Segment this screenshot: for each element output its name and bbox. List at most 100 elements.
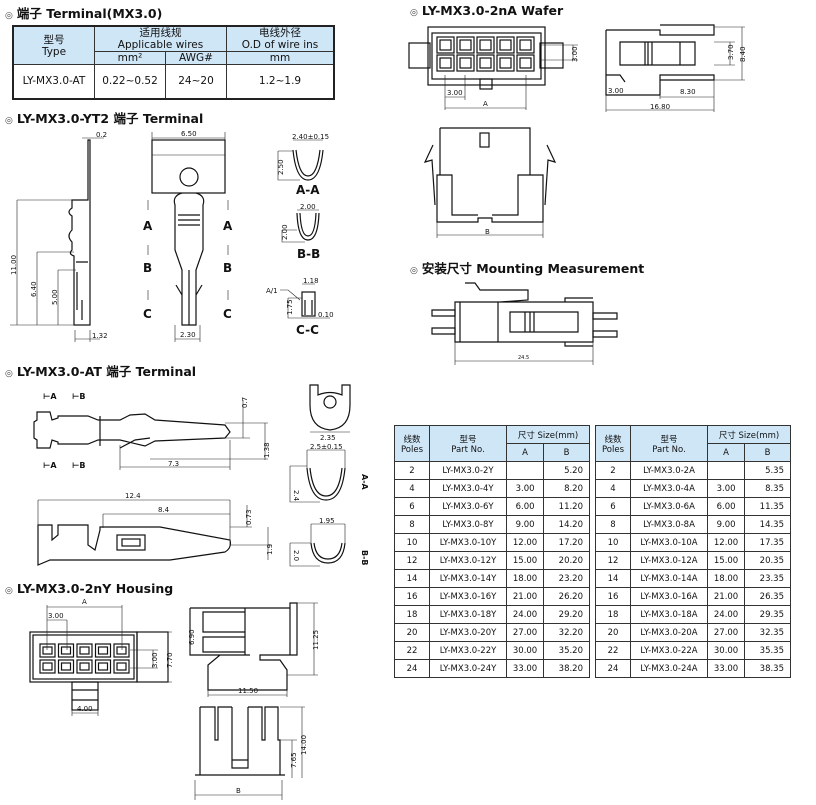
section-marker: A [143,219,153,233]
pin-cavity [456,54,475,72]
dim-label: 3.00 [608,87,624,95]
section-title-at: ◎LY-MX3.0-AT 端子 Terminal [5,361,196,380]
section-marker: ⊢A [43,392,57,401]
dim-label: 3.00 [571,46,579,62]
section-title-terminal: ◎端子 Terminal(MX3.0) [5,3,162,22]
title-text: 安装尺寸 Mounting Measurement [421,261,645,276]
section-title-yt2: ◎LY-MX3.0-YT2 端子 Terminal [5,108,203,127]
section-marker: ⊢A [43,461,57,470]
section-title-mounting: ◎安装尺寸 Mounting Measurement [410,258,644,277]
pin-cavity [39,643,56,658]
dim-label: 6.40 [30,281,38,297]
title-text: LY-MX3.0-2nA Wafer [421,3,564,18]
dim-label: 3.00 [48,612,64,620]
bullet-icon: ◎ [5,369,13,379]
cell: 33.00 [505,659,545,678]
cell: 38.20 [543,659,590,678]
section-label: A-A [296,183,320,197]
pin-cavity [516,54,535,72]
title-text: LY-MX3.0-AT 端子 Terminal [16,364,197,379]
cell: 0.22~0.52 [94,64,166,99]
dim-label: A [82,598,87,606]
bullet-icon: ◎ [410,8,418,18]
section-marker: B [223,261,232,275]
section-label: B-B [360,550,369,566]
dim-label: 12.4 [125,492,141,500]
title-text: 端子 Terminal(MX3.0) [16,6,163,21]
pin-cavity [57,643,75,658]
dim-label: 0.10 [318,311,334,319]
cell: LY-MX3.0-AT [12,64,95,99]
pin-cavity [57,659,75,674]
section-label: C-C [296,323,319,337]
dim-label: 1.95 [319,517,335,525]
dim-label: 11.00 [10,255,18,275]
dim-label: 1.9 [266,544,274,555]
bullet-icon: ◎ [5,586,13,596]
yt2-sections: 2.40±0.15 2.50 A-A 2.00 2.00 B-B 1.18 1.… [266,133,334,337]
at-terminal-views: 0.7 1.38 7.3 ⊢A ⊢B ⊢A ⊢B 12.4 8.4 0.73 1… [33,384,369,567]
section-label: B-B [297,247,320,261]
pin-cavity [94,643,112,658]
cell: 24 [595,659,631,678]
title-text: LY-MX3.0-YT2 端子 Terminal [16,111,204,126]
dim-label: B [236,787,241,795]
dim-label: 2.00 [300,203,316,211]
dim-label: 8.40 [739,46,747,62]
dim-label: 7.65 [290,752,298,768]
section-marker: ⊢B [72,461,85,470]
bullet-icon: ◎ [410,266,418,276]
section-marker: A [223,219,233,233]
cell: 35.35 [744,641,791,660]
cell: 24~20 [165,64,227,99]
dim-label: 7.70 [166,652,174,668]
dim-label: 2.50 [277,159,285,175]
dim-label: 0.2 [96,131,107,139]
yt2-side-view: 0.2 11.00 6.40 5.00 1.32 [10,131,108,342]
dim-label: 5.00 [51,289,59,305]
pin-cavity [496,54,515,72]
section-title-wafer: ◎LY-MX3.0-2nA Wafer [410,3,563,18]
dim-label: 11.25 [312,630,320,650]
cell: 33.00 [706,659,746,678]
pin-cavity [113,659,130,674]
dim-label: 1.32 [92,332,108,340]
cell: 1.2~1.9 [226,64,335,99]
dim-label: 11.50 [238,687,258,695]
section-marker: C [143,307,152,321]
section-marker: C [223,307,232,321]
dim-label: B [485,228,490,236]
pin-cavity [76,643,93,658]
cell: 38.35 [744,659,791,678]
bullet-icon: ◎ [5,11,13,21]
dim-label: 2.4 [292,490,300,502]
pin-cavity [476,36,495,54]
dim-label: A [483,100,488,108]
yt2-front-view: 6.50 2.30 A B C A B C [143,130,233,342]
header-mm2: mm² [94,51,166,65]
section-marker: ⊢B [72,392,85,401]
dim-label: 2.30 [180,331,196,339]
dim-label: A/1 [266,287,278,295]
cell: LY-MX3.0-24A [630,659,708,678]
dim-label: 1.38 [263,442,271,458]
pin-cavity [76,659,93,674]
dim-label: 0.7 [241,397,249,408]
